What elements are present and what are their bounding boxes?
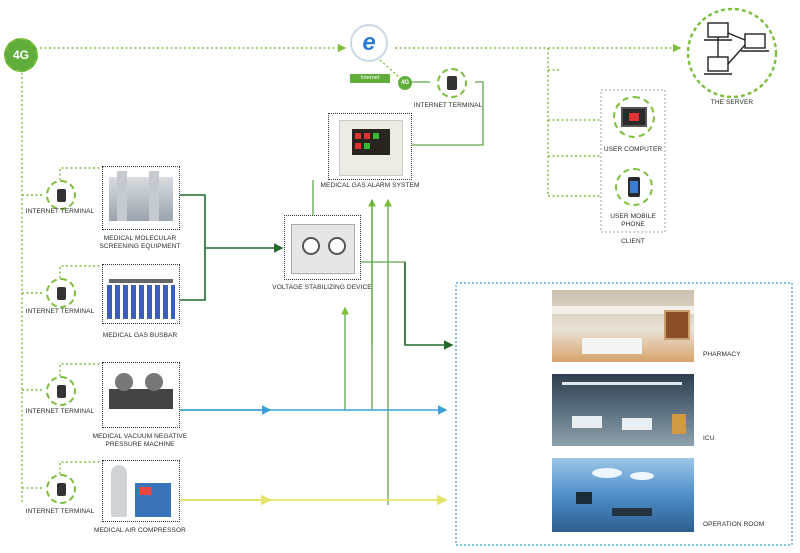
vacuum-label-1: MEDICAL VACUUM NEGATIVE	[92, 433, 188, 440]
server-label: THE SERVER	[710, 99, 754, 106]
vacuum-machine-image	[102, 362, 180, 428]
operation-room-image	[552, 458, 694, 532]
internet-terminal-2-label: INTERNET TERMINAL	[25, 308, 95, 315]
icu-label: ICU	[703, 435, 715, 442]
voltage-device-image	[284, 215, 361, 280]
internet-terminal-top-icon	[437, 68, 467, 98]
user-mobile-label-2: PHONE	[621, 221, 645, 228]
internet-terminal-4-icon	[46, 474, 76, 504]
server-computers-icon	[704, 22, 769, 75]
internet-terminal-4-label: INTERNET TERMINAL	[25, 508, 95, 515]
vacuum-label-2: PRESSURE MACHINE	[105, 441, 175, 448]
internet-terminal-1-label: INTERNET TERMINAL	[25, 208, 95, 215]
internet-terminal-3-icon	[46, 376, 76, 406]
4g-badge-small: 4G	[398, 76, 412, 90]
4g-badge: 4G	[4, 38, 38, 72]
voltage-device-label: VOLTAGE STABILIZING DEVICE	[272, 284, 372, 291]
compressor-label: MEDICAL AIR COMPRESSOR	[94, 527, 186, 534]
molecular-screening-image	[102, 166, 180, 230]
internet-icon: e	[350, 24, 388, 62]
gas-busbar-image	[102, 264, 180, 324]
icu-image	[552, 374, 694, 446]
user-mobile-label-1: USER MOBILE	[610, 213, 656, 220]
gas-alarm-system-image	[328, 113, 412, 180]
user-computer-label: USER COMPUTER	[603, 146, 663, 153]
client-label: CLIENT	[621, 238, 645, 245]
user-mobile-icon	[615, 168, 653, 206]
pharmacy-image	[552, 290, 694, 362]
operation-room-label: OPERATION ROOM	[703, 521, 765, 528]
internet-terminal-top-label: INTERNET TERMINAL	[413, 102, 483, 109]
air-compressor-image	[102, 460, 180, 522]
pharmacy-label: PHARMACY	[703, 351, 741, 358]
internet-terminal-2-icon	[46, 278, 76, 308]
busbar-label: MEDICAL GAS BUSBAR	[102, 332, 178, 339]
internet-label: Internet	[350, 74, 390, 83]
gas-alarm-system-label: MEDICAL GAS ALARM SYSTEM	[320, 182, 420, 189]
internet-terminal-1-icon	[46, 180, 76, 210]
user-computer-icon	[613, 96, 655, 138]
internet-terminal-3-label: INTERNET TERMINAL	[25, 408, 95, 415]
molecular-label-2: SCREENING EQUIPMENT	[99, 243, 181, 250]
molecular-label-1: MEDICAL MOLECULAR	[103, 235, 177, 242]
